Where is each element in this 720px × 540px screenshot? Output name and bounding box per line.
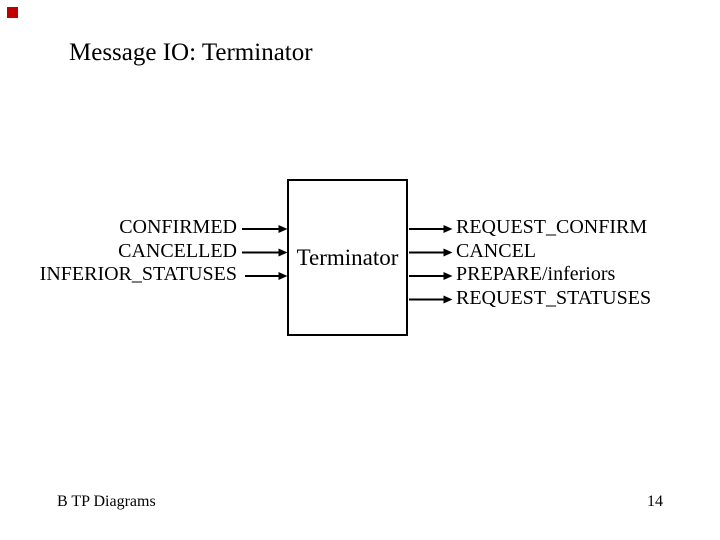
page-number: 14 bbox=[647, 493, 663, 510]
footer-text: B TP Diagrams bbox=[57, 493, 156, 510]
input-label: INFERIOR_STATUSES bbox=[39, 263, 237, 285]
output-labels: REQUEST_CONFIRM CANCEL PREPARE/inferiors… bbox=[456, 216, 651, 310]
output-label: REQUEST_STATUSES bbox=[456, 286, 652, 309]
input-label: CONFIRMED bbox=[119, 216, 237, 238]
output-label: PREPARE/inferiors bbox=[456, 263, 616, 285]
slide-title: Message IO: Terminator bbox=[69, 39, 313, 66]
input-labels: CONFIRMED CANCELLED INFERIOR_STATUSES bbox=[40, 216, 237, 287]
input-label: CANCELLED bbox=[118, 239, 237, 262]
terminator-node-box: Terminator bbox=[287, 179, 408, 336]
output-label: REQUEST_CONFIRM bbox=[456, 216, 648, 238]
terminator-node-label: Terminator bbox=[296, 244, 399, 270]
slide-corner-marker bbox=[7, 7, 18, 18]
output-label: CANCEL bbox=[456, 239, 536, 262]
